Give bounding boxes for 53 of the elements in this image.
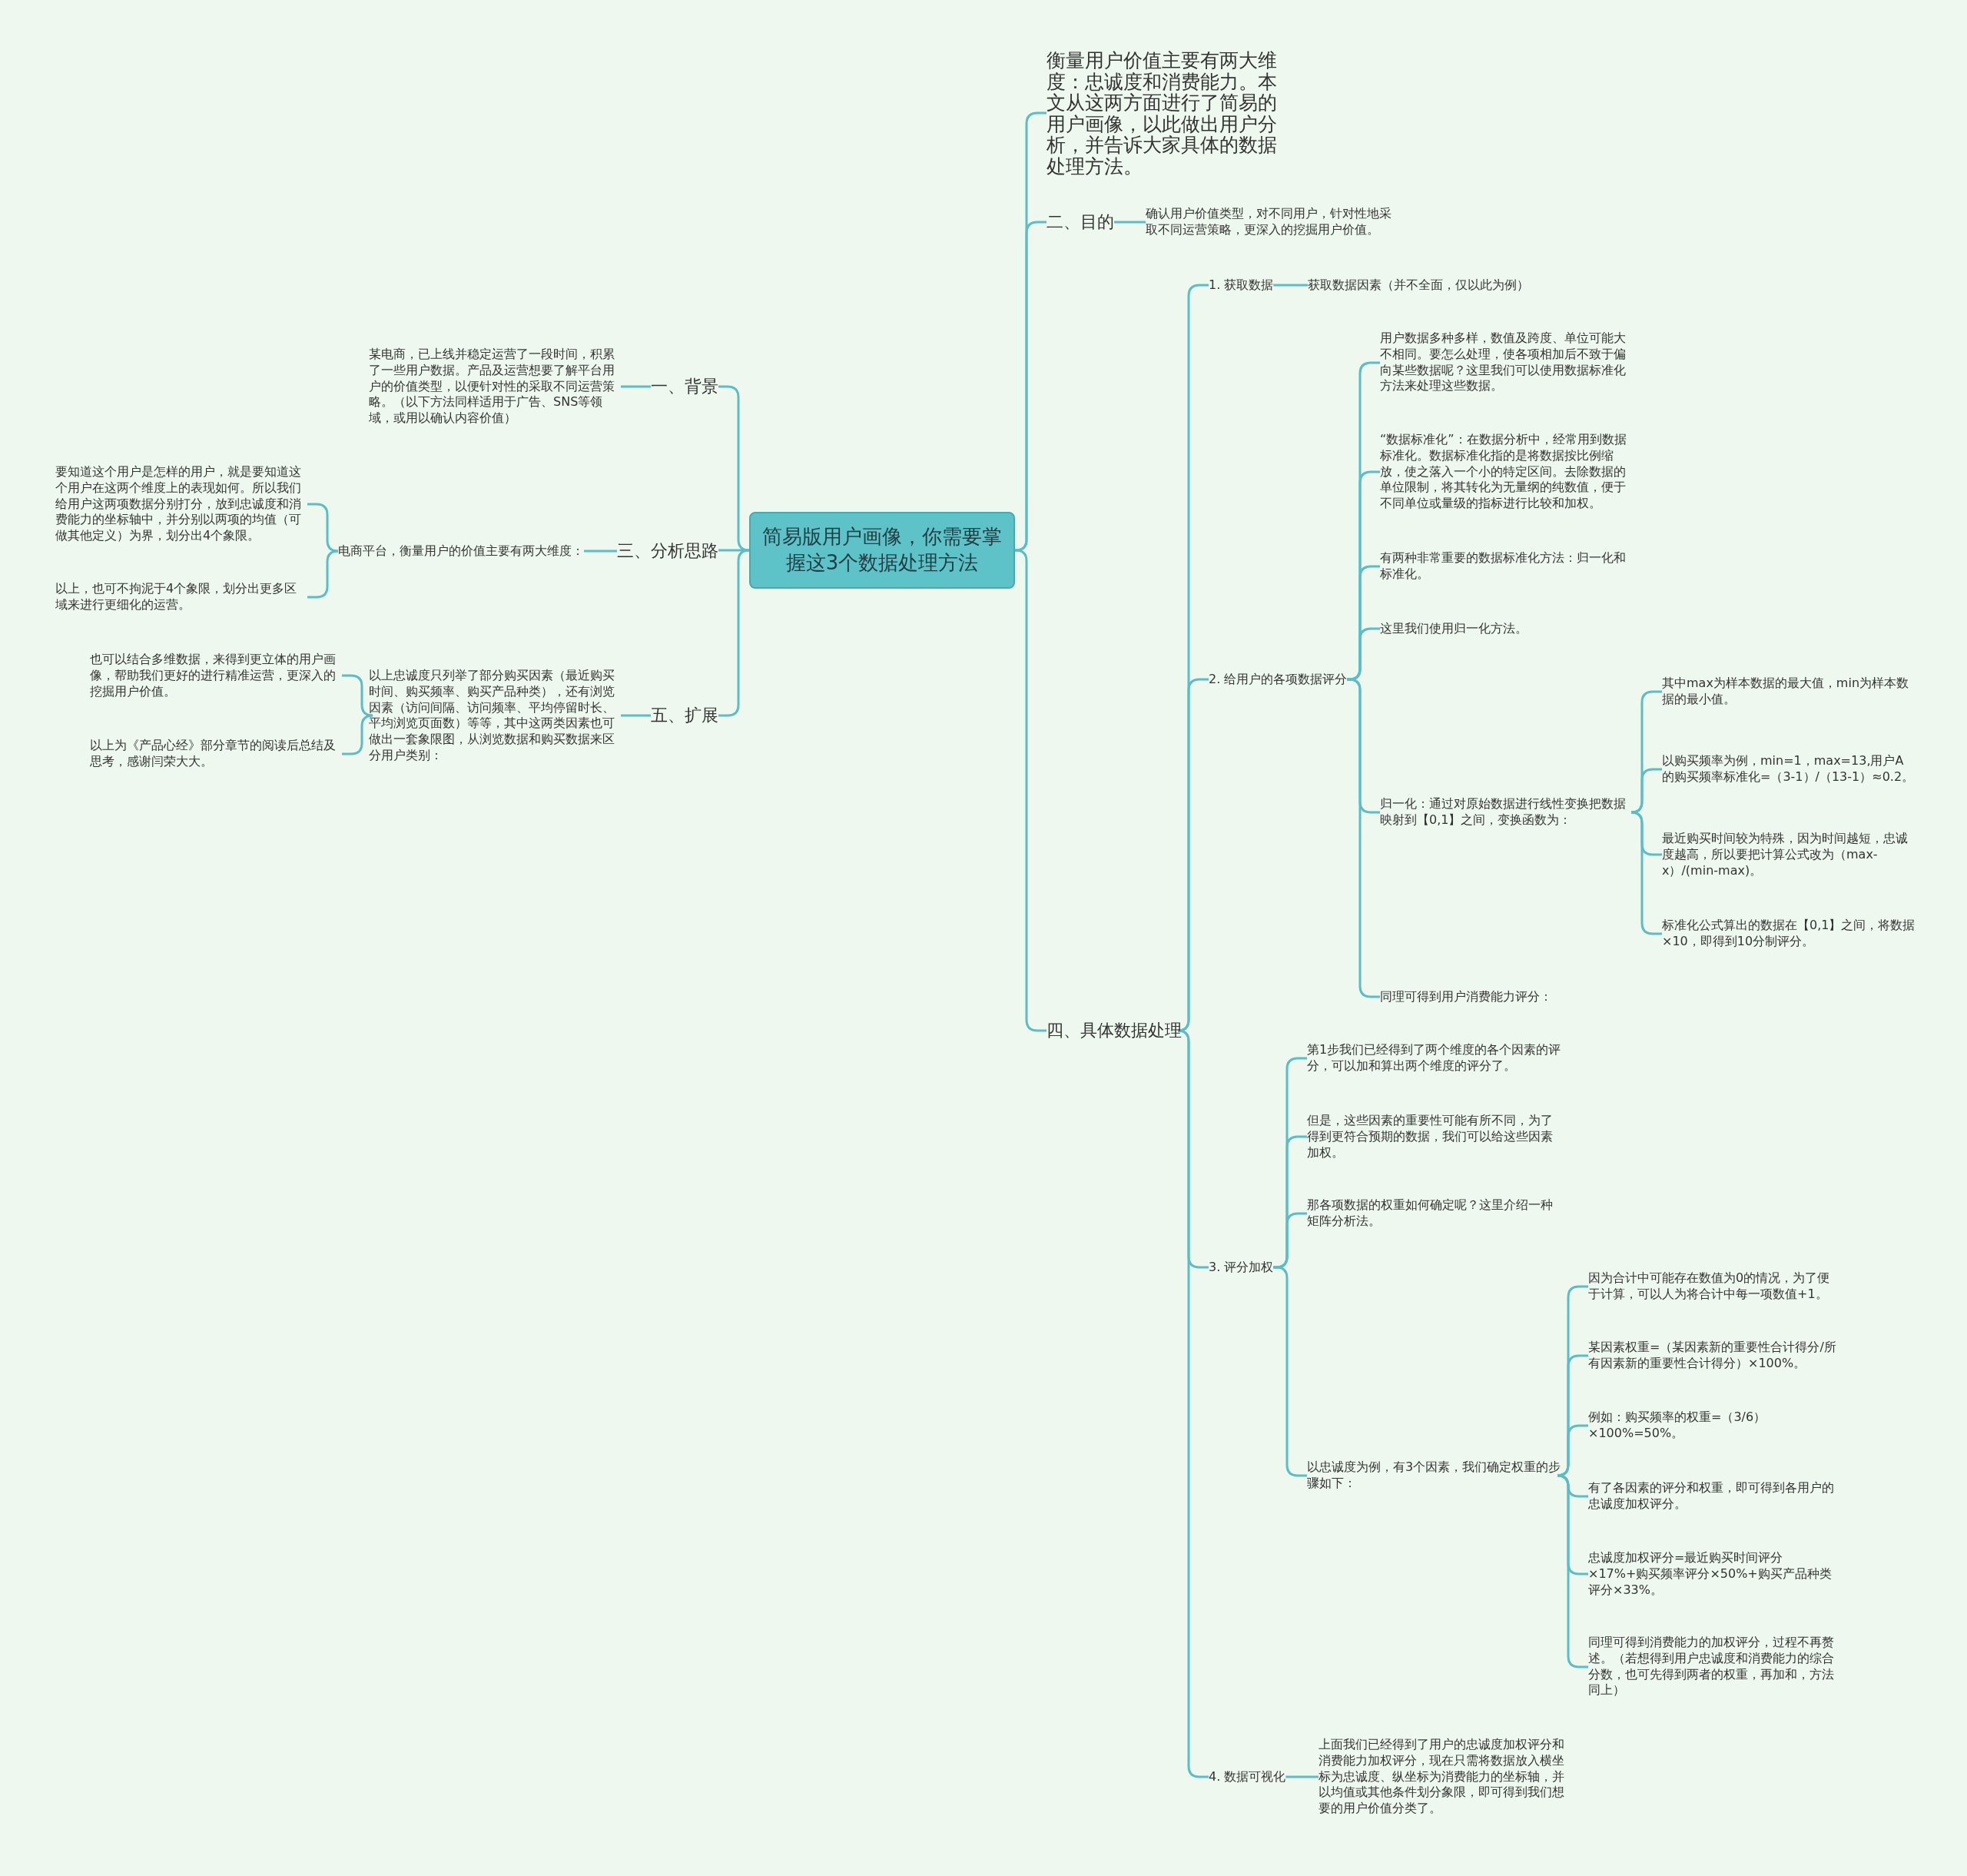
branch-label: 五、扩展 — [651, 704, 718, 727]
note-text: 有两种非常重要的数据标准化方法：归一化和标准化。 — [1380, 550, 1635, 583]
note-text: 这里我们使用归一化方法。 — [1380, 620, 1635, 637]
note-text: 那各项数据的权重如何确定呢？这里介绍一种矩阵分析法。 — [1307, 1197, 1562, 1230]
note-text: 标准化公式算出的数据在【0,1】之间，将数据×10，即得到10分制评分。 — [1662, 918, 1916, 950]
note-text: 衡量用户价值主要有两大维度：忠诚度和消费能力。本文从这两方面进行了简易的用户画像，以此做出用户分析，并告诉大家具体的数据处理方法。 — [1047, 49, 1286, 177]
note-text: 电商平台，衡量用户的价值主要有两大维度： — [338, 543, 584, 559]
note-text: 2. 给用户的各项数据评分 — [1209, 671, 1348, 688]
note-text: 以上为《产品心经》部分章节的阅读后总结及思考，感谢闫荣大大。 — [90, 738, 342, 770]
note-text: 用户数据多种多样，数值及跨度、单位可能大不相同。要怎么处理，使各项相加后不致于偏向某些数据呢？这里我们可以使用数据标准化方法来处理这些数据。 — [1380, 330, 1635, 395]
note-text: 以上，也可不拘泥于4个象限，划分出更多区域来进行更细化的运营。 — [55, 581, 307, 613]
note-text: 3. 评分加权 — [1209, 1259, 1274, 1276]
connector-line — [1014, 221, 1047, 552]
note-text: 1. 获取数据 — [1209, 277, 1274, 294]
note-text: 第1步我们已经得到了两个维度的各个因素的评分，可以加和算出两个维度的评分了。 — [1307, 1042, 1562, 1074]
note-text: 同理可得到用户消费能力评分： — [1380, 988, 1552, 1005]
note-text: 同理可得到消费能力的加权评分，过程不再赘述。（若想得到用户忠诚度和消费能力的综合分数，也可先得到两者的权重，再加和，方法同上） — [1588, 1635, 1842, 1699]
connector-line — [1556, 1424, 1588, 1477]
branch-label: 四、具体数据处理 — [1047, 1019, 1182, 1042]
note-text: 以上忠诚度只列举了部分购买因素（最近购买时间、购买频率、购买产品种类），还有浏览因素（访问间隔、访问频率、平均停留时长、平均浏览页面数）等等，其中这两类因素也可做出一套象限图，从浏览数据和购买数据来区分用户类别： — [369, 667, 621, 764]
connector-line — [718, 385, 751, 552]
connector-line — [621, 385, 651, 388]
note-text: 有了各因素的评分和权重，即可得到各用户的忠诚度加权评分。 — [1588, 1480, 1842, 1512]
note-text: 归一化：通过对原始数据进行线性变换把数据映射到【0,1】之间，变换函数为： — [1380, 796, 1635, 828]
note-text: 以购买频率为例，min=1，max=13,用户A的购买频率标准化=（3-1）/（13-1）≈0.2。 — [1662, 753, 1916, 785]
connector-line — [1273, 284, 1308, 287]
note-text: 也可以结合多维数据，来得到更立体的用户画像，帮助我们更好的进行精准运营，更深入的挖掘用户价值。 — [90, 651, 342, 700]
note-text: 4. 数据可视化 — [1209, 1768, 1286, 1785]
note-text: 忠诚度加权评分=最近购买时间评分×17%+购买频率评分×50%+购买产品种类评分×33%。 — [1588, 1549, 1842, 1599]
note-text: 最近购买时间较为特殊，因为时间越短，忠诚度越高，所以要把计算公式改为（max-x）/(min-max)。 — [1662, 830, 1916, 879]
note-text: 确认用户价值类型，对不同用户，针对性地采取不同运营策略，更深入的挖掘用户价值。 — [1146, 206, 1399, 238]
connector-line — [1114, 221, 1146, 224]
note-text: 以忠诚度为例，有3个因素，我们确定权重的步骤如下： — [1307, 1459, 1562, 1492]
note-text: 其中max为样本数据的最大值，min为样本数据的最小值。 — [1662, 676, 1916, 708]
connector-line — [621, 714, 651, 717]
connector-line — [1347, 627, 1380, 681]
note-text: 某电商，已上线并稳定运营了一段时间，积累了一些用户数据。产品及运营想要了解平台用户的价值类型，以便针对性的采取不同运营策略。（以下方法同样适用于广告、SNS等领域，或用以确认内容价值） — [369, 347, 621, 427]
note-text: 要知道这个用户是怎样的用户，就是要知道这个用户在这两个维度上的表现如何。所以我们给用户这两项数据分别打分，放到忠诚度和消费能力的坐标轴中，并分别以两项的均值（可做其他定义）为界，划分出4个象限。 — [55, 464, 307, 544]
note-text: 但是，这些因素的重要性可能有所不同，为了得到更符合预期的数据，我们可以给这些因素加权。 — [1307, 1112, 1562, 1161]
note-text: 上面我们已经得到了用户的忠诚度加权评分和消费能力加权评分，现在只需将数据放入横坐标为忠诚度、纵坐标为消费能力的坐标轴，并以均值或其他条件划分象限，即可得到我们想要的用户价值分类了。 — [1319, 1737, 1574, 1817]
note-text: 因为合计中可能存在数值为0的情况，为了便于计算，可以人为将合计中每一项数值+1。 — [1588, 1270, 1842, 1303]
connector-line — [584, 550, 617, 553]
branch-label: 二、目的 — [1047, 211, 1114, 234]
branch-label: 一、背景 — [651, 375, 718, 398]
note-text: 某因素权重=（某因素新的重要性合计得分/所有因素新的重要性合计得分）×100%。 — [1588, 1340, 1842, 1372]
connector-line — [1285, 1775, 1319, 1778]
connector-line — [1630, 768, 1662, 814]
central-topic-box: 简易版用户画像，你需要掌握这3个数据处理方法 — [749, 512, 1015, 589]
note-text: 例如：购买频率的权重=（3/6）×100%=50%。 — [1588, 1409, 1842, 1442]
connector-line — [718, 549, 751, 717]
note-text: 获取数据因素（并不全面，仅以此为例） — [1308, 277, 1529, 294]
branch-label: 三、分析思路 — [617, 540, 718, 563]
note-text: “数据标准化”：在数据分析中，经常用到数据标准化。数据标准化指的是将数据按比例缩放，使之落入一个小的特定区间。去除数据的单位限制，将其转化为无量纲的纯数值，便于不同单位或量级的指标进行比较和加权。 — [1380, 432, 1635, 512]
